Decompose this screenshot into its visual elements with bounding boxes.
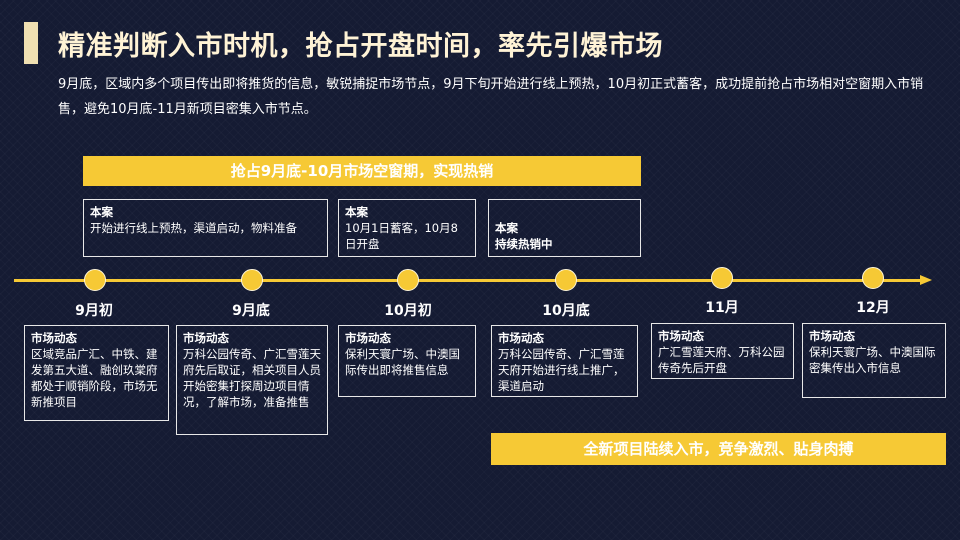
- project-box-heading: 本案: [345, 205, 368, 219]
- timeline-dot: [241, 269, 263, 291]
- market-box-oct-late: 市场动态 万科公园传奇、广汇雪莲天府开始进行线上推广，渠道启动: [491, 325, 638, 397]
- timeline-label-sep-early: 9月初: [75, 303, 113, 319]
- project-box-heading: 本案: [495, 221, 518, 235]
- project-box-text: 开始进行线上预热，渠道启动，物料准备: [90, 221, 297, 235]
- timeline-dot: [555, 269, 577, 291]
- market-box-dec: 市场动态 保利天寰广场、中澳国际密集传出入市信息: [802, 323, 946, 398]
- project-box-text: 10月1日蓄客，10月8日开盘: [345, 221, 458, 251]
- timeline-axis: [14, 279, 922, 282]
- market-box-text: 保利天寰广场、中澳国际密集传出入市信息: [809, 345, 936, 375]
- market-box-text: 万科公园传奇、广汇雪莲天府先后取证，相关项目人员开始密集打探周边项目情况，了解市…: [183, 347, 321, 409]
- market-box-heading: 市场动态: [658, 329, 704, 343]
- timeline-arrow-head: [920, 275, 932, 285]
- market-box-oct-early: 市场动态 保利天寰广场、中澳国际传出即将推售信息: [338, 325, 476, 397]
- project-box-1: 本案 开始进行线上预热，渠道启动，物料准备: [83, 199, 328, 257]
- timeline-label-dec: 12月: [856, 300, 890, 316]
- market-box-nov: 市场动态 广汇雪莲天府、万科公园传奇先后开盘: [651, 323, 794, 379]
- timeline-label-oct-late: 10月底: [542, 303, 590, 319]
- timeline-dot: [711, 267, 733, 289]
- project-box-3: 本案 持续热销中: [488, 199, 641, 257]
- title-accent-bar: [24, 22, 38, 64]
- market-box-text: 保利天寰广场、中澳国际传出即将推售信息: [345, 347, 460, 377]
- timeline-dot: [397, 269, 419, 291]
- project-box-text: 持续热销中: [495, 237, 553, 251]
- market-box-text: 区域竞品广汇、中铁、建发第五大道、融创玖棠府都处于顺销阶段，市场无新推项目: [31, 347, 158, 409]
- market-box-heading: 市场动态: [31, 331, 77, 345]
- timeline-dot: [84, 269, 106, 291]
- market-box-text: 万科公园传奇、广汇雪莲天府开始进行线上推广，渠道启动: [498, 347, 625, 393]
- market-box-heading: 市场动态: [809, 329, 855, 343]
- market-box-heading: 市场动态: [345, 331, 391, 345]
- project-box-heading: 本案: [90, 205, 113, 219]
- intro-paragraph: 9月底，区域内多个项目传出即将推货的信息，敏锐捕捉市场节点，9月下旬开始进行线上…: [58, 77, 924, 117]
- market-box-heading: 市场动态: [183, 331, 229, 345]
- project-box-2: 本案 10月1日蓄客，10月8日开盘: [338, 199, 476, 257]
- market-box-sep-early: 市场动态 区域竞品广汇、中铁、建发第五大道、融创玖棠府都处于顺销阶段，市场无新推…: [24, 325, 169, 421]
- banner-bottom: 全新项目陆续入市，竞争激烈、貼身肉搏: [491, 433, 946, 465]
- market-box-heading: 市场动态: [498, 331, 544, 345]
- market-box-sep-late: 市场动态 万科公园传奇、广汇雪莲天府先后取证，相关项目人员开始密集打探周边项目情…: [176, 325, 328, 435]
- timeline-label-sep-late: 9月底: [232, 303, 270, 319]
- page-title: 精准判断入市时机，抢占开盘时间，率先引爆市场: [58, 31, 663, 62]
- banner-top: 抢占9月底-10月市场空窗期，实现热销: [83, 156, 641, 186]
- market-box-text: 广汇雪莲天府、万科公园传奇先后开盘: [658, 345, 785, 375]
- timeline-label-oct-early: 10月初: [384, 303, 432, 319]
- timeline-label-nov: 11月: [705, 300, 739, 316]
- timeline-dot: [862, 267, 884, 289]
